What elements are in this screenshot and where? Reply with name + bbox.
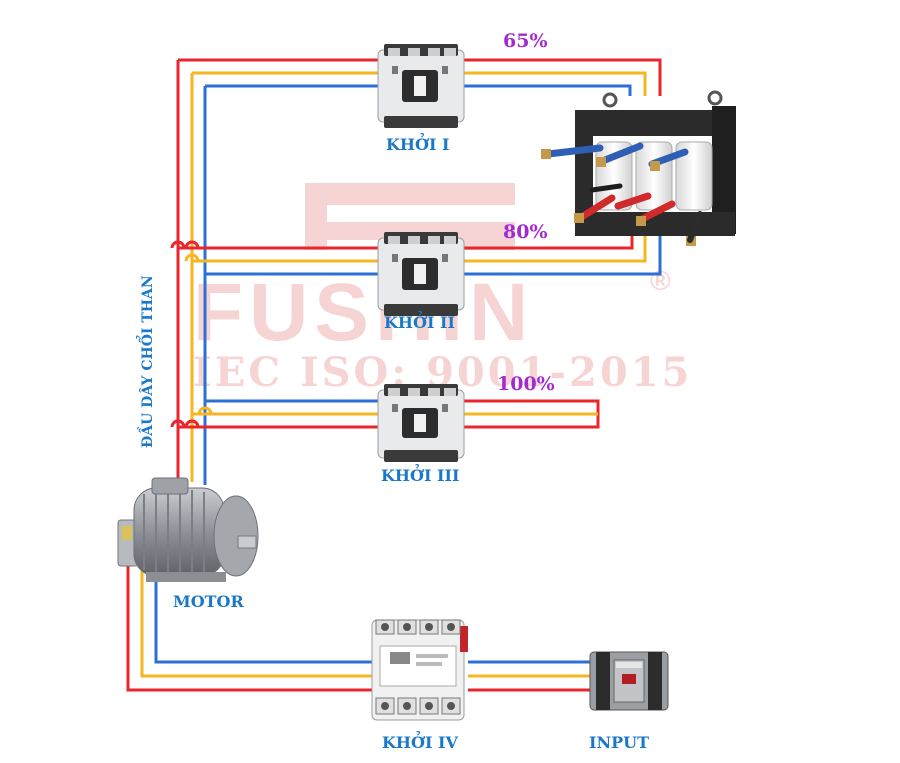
contactor-2 <box>377 232 465 316</box>
motor-icon <box>117 477 259 582</box>
contactor-3-label: KHỞI III <box>381 462 459 485</box>
tap-65-percent: 65% <box>503 30 548 52</box>
brush-lead-label: ĐẦU DÂY CHỔI THAN <box>135 275 156 448</box>
contactor-3 <box>377 384 465 462</box>
wires <box>126 58 662 692</box>
contactor-1-label: KHỞI I <box>386 131 450 154</box>
tap-80-percent: 80% <box>503 221 548 243</box>
wire-crossovers <box>170 240 213 428</box>
autotransformer-icon <box>541 90 736 246</box>
contactor-1 <box>377 44 465 128</box>
motor-label: MOTOR <box>173 592 244 611</box>
circuit-breaker-icon <box>589 651 669 711</box>
tap-100-percent: 100% <box>497 373 555 395</box>
contactor-2-label: KHỞI II <box>384 309 455 332</box>
contactor-4 <box>371 619 468 721</box>
input-label: INPUT <box>589 733 649 752</box>
watermark-brand: FUSHIN <box>193 267 534 358</box>
contactor-4-label: KHỞI IV <box>382 729 459 752</box>
